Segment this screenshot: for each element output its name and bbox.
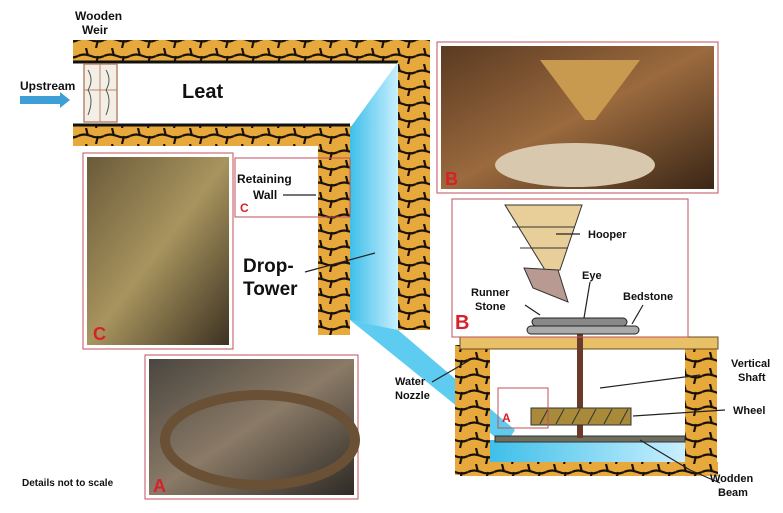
label-drop-tower-2: Tower — [243, 279, 298, 300]
photo-a-tag: A — [153, 476, 166, 496]
photo-b-tag: B — [445, 169, 458, 189]
mill-pit — [455, 330, 719, 476]
tailrace-water — [490, 440, 685, 462]
wheel — [530, 407, 632, 426]
label-wheel: Wheel — [733, 405, 765, 417]
label-bedstone: Bedstone — [623, 291, 673, 303]
box-b — [451, 198, 689, 338]
wooden-weir — [83, 63, 118, 123]
box-a — [497, 387, 549, 429]
label-leat: Leat — [182, 81, 223, 103]
label-water-nozzle: Water — [395, 376, 426, 388]
label-vertical-shaft: Vertical — [731, 358, 770, 370]
vertical-shaft — [577, 330, 583, 438]
drop-tower-water — [350, 62, 398, 330]
runner-stone — [531, 317, 628, 327]
leat-bottom-wall — [73, 126, 353, 146]
label-runner-stone: Runner — [471, 287, 510, 299]
box-a-tag: A — [502, 411, 511, 425]
label-vertical-shaft-2: Shaft — [738, 372, 766, 384]
bedstone — [526, 325, 640, 335]
retaining-wall — [318, 130, 350, 335]
tower-outer-wall — [398, 40, 430, 330]
leat-top-wall — [73, 40, 428, 62]
hopper-assembly — [504, 204, 640, 335]
label-retaining-wall: Retaining — [237, 172, 292, 186]
label-wooden-weir-2: Weir — [82, 23, 108, 37]
label-water-nozzle-2: Nozzle — [395, 390, 430, 402]
note-not-to-scale: Details not to scale — [22, 478, 114, 489]
label-wooden-weir: Wooden — [75, 9, 122, 23]
label-upstream: Upstream — [20, 79, 75, 93]
label-retaining-wall-2: Wall — [253, 188, 277, 202]
upstream-arrow-icon — [20, 92, 70, 108]
label-eye: Eye — [582, 270, 602, 282]
photo-b-basket — [540, 60, 640, 120]
label-wodden-beam: Wodden — [710, 473, 753, 485]
label-runner-stone-2: Stone — [475, 301, 506, 313]
label-hooper: Hooper — [588, 229, 627, 241]
label-wodden-beam-2: Beam — [718, 487, 748, 499]
label-drop-tower: Drop- — [243, 256, 294, 277]
wooden-beam — [494, 435, 686, 443]
box-c — [234, 157, 351, 218]
photo-c-tag: C — [93, 324, 106, 344]
leat-channel — [73, 40, 428, 146]
box-b-tag: B — [455, 312, 469, 334]
box-c-tag: C — [240, 201, 249, 215]
photo-c-wall — [87, 157, 229, 345]
